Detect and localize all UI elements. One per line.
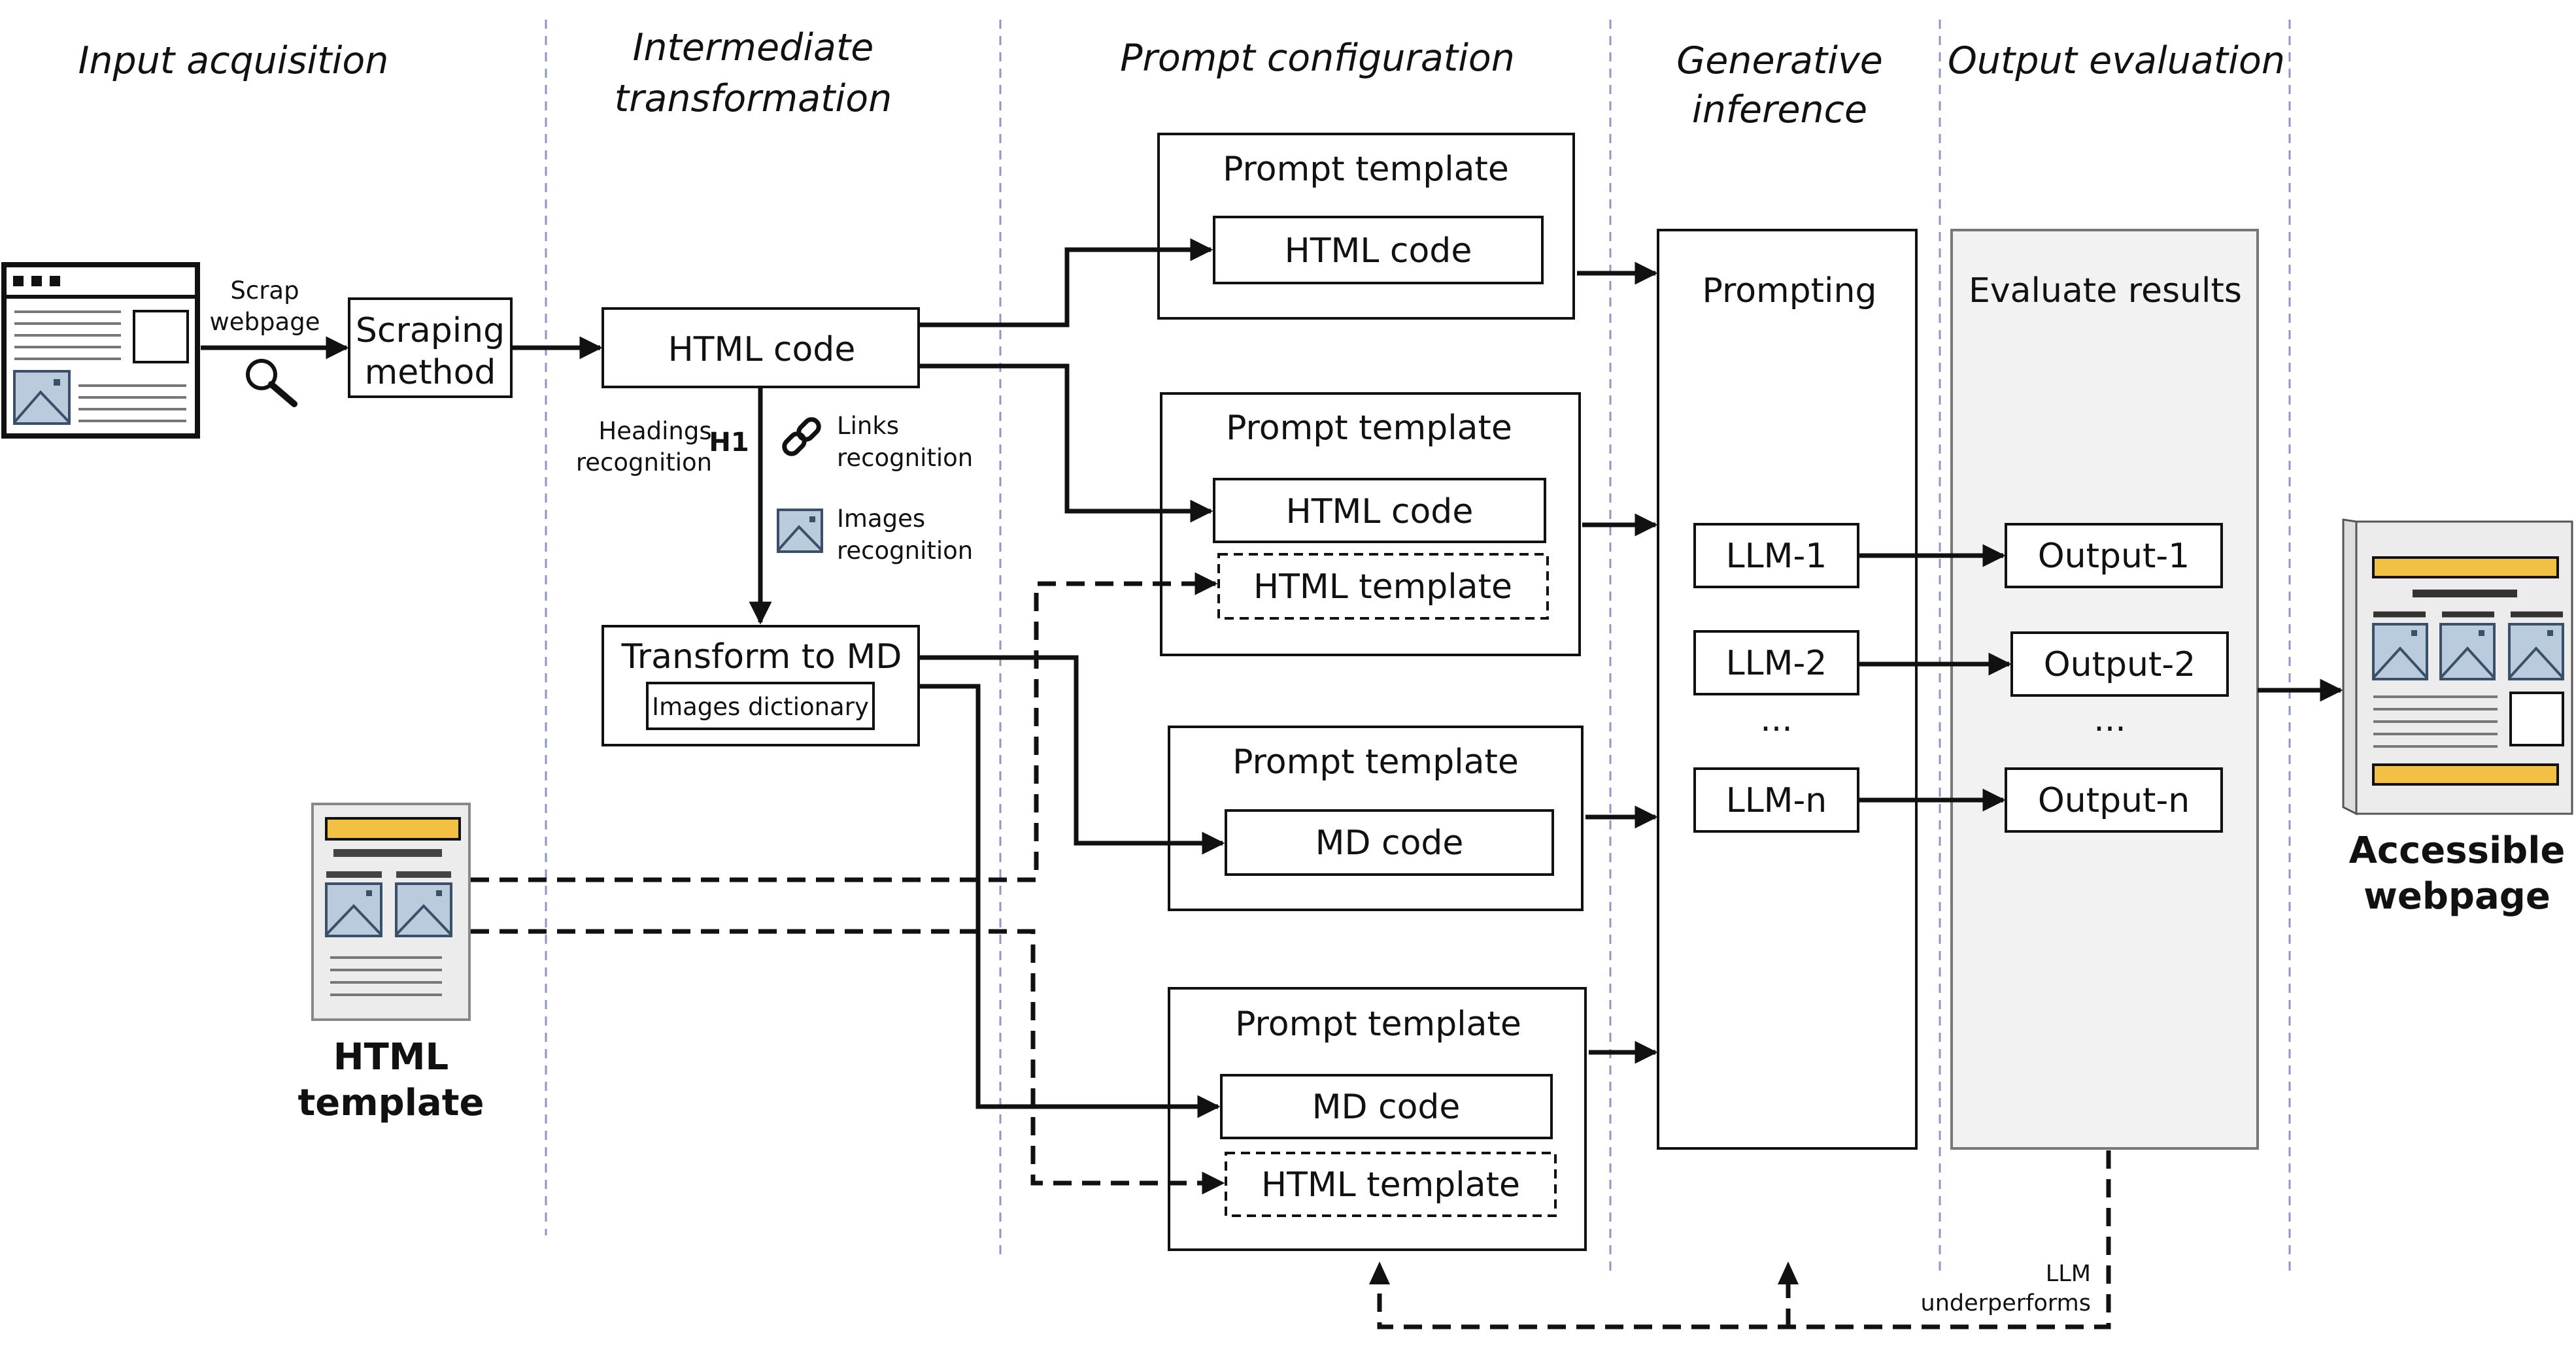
arrow-html-to-template-1 xyxy=(919,238,1213,327)
html-template-icon xyxy=(311,803,471,1021)
prompt-template-4-template-box xyxy=(1225,1152,1557,1217)
prompt-template-1-code: HTML code xyxy=(1285,231,1472,271)
images-label-line2: recognition xyxy=(837,537,973,565)
links-label-line1: Links xyxy=(837,412,899,440)
template-connectors xyxy=(471,572,1225,1195)
prompt-template-2-code: HTML code xyxy=(1286,492,1474,531)
evaluate-title: Evaluate results xyxy=(1969,271,2242,310)
stage-title-output: Output evaluation xyxy=(1948,39,2285,82)
images-label-line1: Images xyxy=(837,505,925,533)
stage-title-intermediate-line2: transformation xyxy=(615,77,892,120)
accessible-label-line1: Accessible xyxy=(2349,829,2566,872)
stage-title-generative-line2: inference xyxy=(1692,88,1867,131)
h1-icon: H1 xyxy=(709,427,749,458)
prompt-template-3-code: MD code xyxy=(1315,824,1464,863)
feedback-arrowhead-inference xyxy=(1778,1261,1799,1284)
code-connectors xyxy=(919,238,1225,1118)
prompt-to-inference-arrows xyxy=(1577,261,1658,1064)
feedback-label-line2: underperforms xyxy=(1921,1290,2091,1316)
accessible-label-line2: webpage xyxy=(2364,875,2551,918)
accessible-webpage-icon xyxy=(2342,518,2573,816)
stage-title-intermediate-line1: Intermediate xyxy=(633,26,874,69)
magnifier-icon xyxy=(246,359,297,407)
scrap-label-line1: Scrap xyxy=(230,276,299,305)
prompt-template-1-code-box xyxy=(1213,216,1544,284)
prompt-template-1-title: Prompt template xyxy=(1223,150,1509,189)
html-code-label: HTML code xyxy=(668,330,856,369)
llm-n-box xyxy=(1693,767,1859,833)
arrow-html-to-template-2 xyxy=(919,363,1213,523)
arrow-md-to-template-3 xyxy=(919,655,1225,855)
scrap-label-line2: webpage xyxy=(210,308,320,336)
prompt-template-2-template: HTML template xyxy=(1253,567,1512,607)
stage-title-input: Input acquisition xyxy=(78,39,389,82)
dashed-arrow-template-to-prompt-4 xyxy=(471,929,1225,1195)
output-1-box xyxy=(2005,523,2223,588)
html-code-box xyxy=(602,307,920,388)
scraping-method-box xyxy=(348,297,513,398)
html-template-caption-line1: HTML xyxy=(333,1036,449,1078)
feedback-loop xyxy=(1377,1150,2111,1329)
prompt-template-4-code-box xyxy=(1220,1074,1553,1139)
llm-ellipsis: ... xyxy=(1760,700,1793,739)
output-n-label: Output-n xyxy=(2038,781,2190,820)
prompting-title: Prompting xyxy=(1703,271,1877,310)
output-2-box xyxy=(2010,631,2229,697)
headings-label-line2: recognition xyxy=(576,448,712,476)
output-n-box xyxy=(2005,767,2223,833)
llm-n-label: LLM-n xyxy=(1726,781,1827,820)
image-recognition-icon xyxy=(777,509,823,553)
stage-dividers xyxy=(545,20,2291,1271)
feedback-label-line1: LLM xyxy=(2046,1261,2091,1287)
stage-title-prompt: Prompt configuration xyxy=(1120,37,1515,80)
prompt-template-4-template: HTML template xyxy=(1261,1165,1520,1205)
stage-title-generative-line1: Generative xyxy=(1676,39,1883,82)
scraping-method-line1: Scraping xyxy=(356,311,505,350)
html-template-caption-line2: template xyxy=(298,1082,484,1124)
prompt-template-2-code-box xyxy=(1213,478,1546,543)
llm-2-label: LLM-2 xyxy=(1726,644,1827,683)
prompt-template-4-code: MD code xyxy=(1312,1088,1461,1127)
output-ellipsis: ... xyxy=(2093,700,2126,739)
transform-title: Transform to MD xyxy=(621,637,902,677)
images-dictionary-box xyxy=(646,682,875,730)
arrow-md-to-template-4 xyxy=(919,684,1221,1118)
feedback-arrowhead-prompt xyxy=(1369,1261,1390,1284)
headings-label-line1: Headings xyxy=(598,417,711,445)
prompt-template-4-title: Prompt template xyxy=(1235,1005,1521,1044)
prompt-template-2-title: Prompt template xyxy=(1226,409,1512,448)
prompt-template-3-title: Prompt template xyxy=(1232,743,1519,782)
llm-1-box xyxy=(1693,523,1859,588)
dashed-arrow-template-to-prompt-2 xyxy=(471,572,1218,882)
output-2-label: Output-2 xyxy=(2044,645,2195,684)
prompt-template-2-template-box xyxy=(1217,553,1549,620)
scraping-method-line2: method xyxy=(365,353,496,392)
webpage-icon xyxy=(1,262,200,439)
output-1-label: Output-1 xyxy=(2038,537,2190,576)
links-label-line2: recognition xyxy=(837,444,973,472)
llm-to-output-arrows xyxy=(1858,544,2012,812)
prompt-template-3-code-box xyxy=(1225,809,1554,876)
link-icon xyxy=(782,417,821,456)
llm-1-label: LLM-1 xyxy=(1726,537,1827,576)
images-dictionary-label: Images dictionary xyxy=(652,693,869,721)
feedback-line xyxy=(1377,1150,2111,1329)
